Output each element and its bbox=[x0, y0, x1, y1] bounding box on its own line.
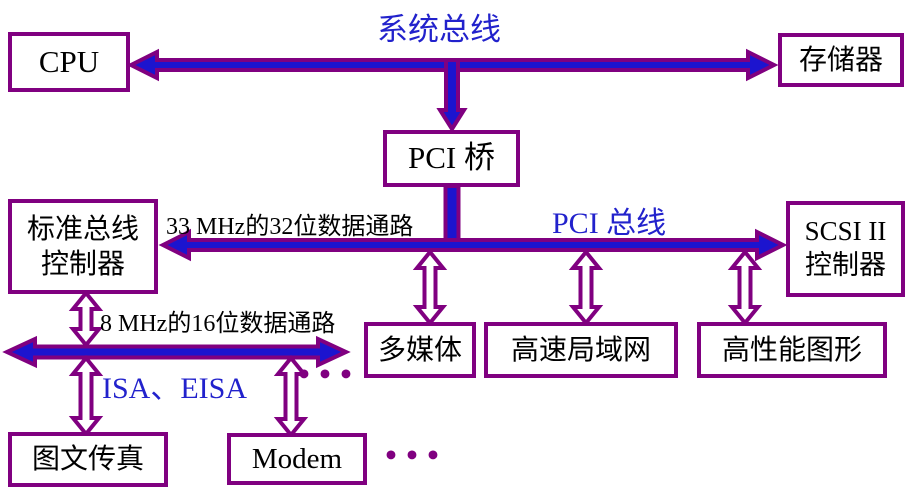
pci-datapath-annotation: 33 MHz的32位数据通路 bbox=[166, 214, 414, 240]
std-bus-controller-line1: 标准总线 bbox=[26, 213, 139, 245]
isa-bus-arrow bbox=[2, 335, 351, 369]
pci-bus-arrow bbox=[158, 228, 788, 262]
pci-bus-label: PCI 总线 bbox=[552, 207, 667, 240]
modem-box: Modem bbox=[227, 433, 367, 485]
high-performance-graphics-box-label: 高性能图形 bbox=[721, 334, 862, 366]
ctrl-isa-arrow bbox=[68, 289, 104, 349]
multimedia-box-label: 多媒体 bbox=[377, 334, 462, 366]
pci-graphics-arrow bbox=[727, 248, 763, 327]
fax-box-label: 图文传真 bbox=[31, 444, 144, 475]
high-speed-lan-box: 高速局域网 bbox=[484, 322, 678, 378]
isa-eisa-label: ISA、EISA bbox=[102, 372, 248, 405]
bridge-pci-connector bbox=[443, 184, 461, 246]
bridge-drop-arrow bbox=[436, 58, 468, 133]
ellipsis-more-bus-devices-icon: ••• bbox=[296, 360, 359, 389]
memory-box: 存储器 bbox=[778, 33, 904, 87]
scsi2-controller-line2: 控制器 bbox=[805, 250, 886, 280]
pci-multimedia-arrow bbox=[412, 248, 448, 327]
ellipsis-more-devices-icon: ••• bbox=[383, 441, 446, 470]
pci-lan-arrow bbox=[568, 248, 604, 327]
fax-box: 图文传真 bbox=[8, 432, 168, 487]
modem-box-label: Modem bbox=[251, 442, 343, 475]
scsi2-controller-line1: SCSI II bbox=[804, 216, 887, 247]
cpu-box: CPU bbox=[8, 32, 130, 92]
isa-fax-arrow bbox=[68, 354, 104, 438]
pci-bridge-box: PCI 桥 bbox=[383, 130, 520, 187]
high-speed-lan-box-label: 高速局域网 bbox=[510, 334, 651, 366]
system-bus-label: 系统总线 bbox=[377, 12, 501, 47]
multimedia-box: 多媒体 bbox=[364, 322, 476, 378]
std-bus-controller-box: 标准总线 控制器 bbox=[8, 199, 158, 294]
high-performance-graphics-box: 高性能图形 bbox=[697, 322, 887, 378]
pci-bridge-box-label: PCI 桥 bbox=[408, 140, 495, 176]
memory-box-label: 存储器 bbox=[798, 44, 883, 76]
cpu-box-label: CPU bbox=[38, 43, 100, 79]
isa-datapath-annotation: 8 MHz的16位数据通路 bbox=[100, 311, 336, 337]
scsi2-controller-box: SCSI II 控制器 bbox=[786, 201, 905, 297]
std-bus-controller-line2: 控制器 bbox=[40, 248, 125, 280]
